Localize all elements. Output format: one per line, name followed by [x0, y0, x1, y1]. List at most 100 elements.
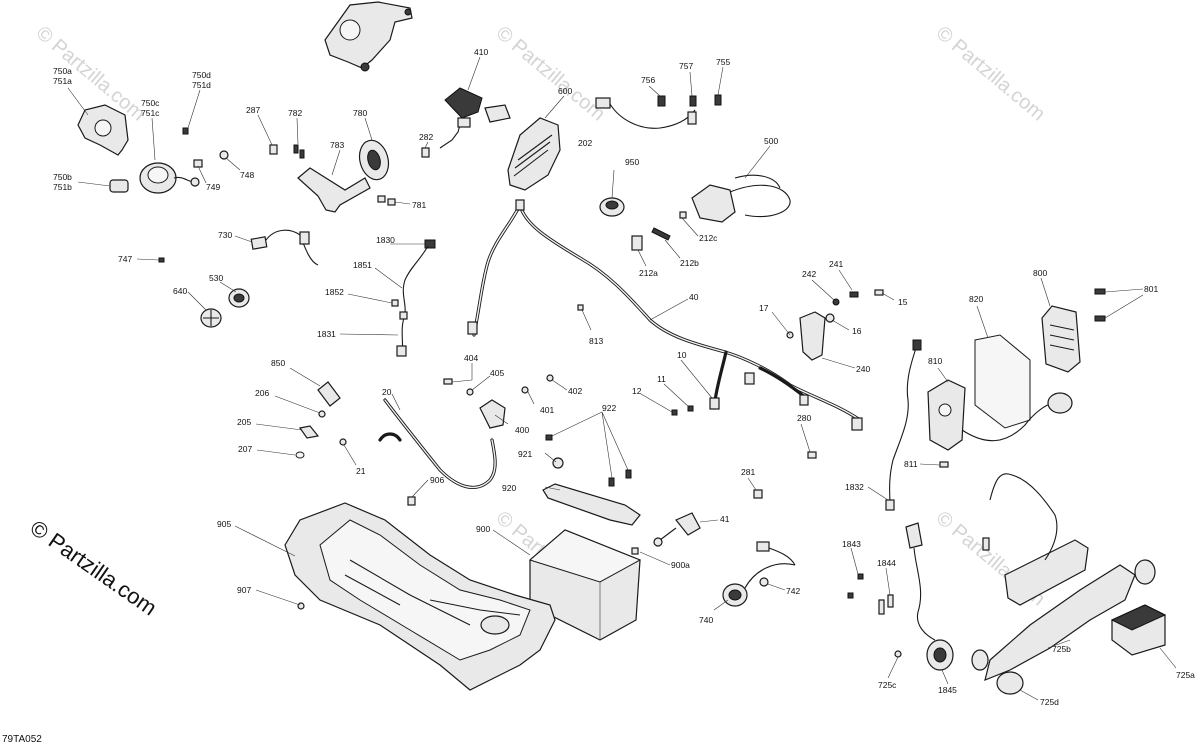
part-206 — [318, 410, 326, 418]
part-11 — [687, 405, 694, 412]
callout-920: 920 — [502, 483, 516, 493]
part-212c — [679, 211, 687, 219]
part-404 — [443, 378, 453, 385]
callout-1845: 1845 — [938, 685, 957, 695]
part-750b — [109, 179, 129, 193]
callout-410: 410 — [474, 47, 488, 57]
callout-751c: 751c — [141, 108, 160, 118]
part-905-tray — [284, 502, 556, 691]
part-725a-tail-light — [1110, 604, 1167, 656]
part-921 — [552, 457, 564, 469]
callout-905: 905 — [217, 519, 231, 529]
part-405 — [466, 388, 474, 396]
part-725c — [894, 650, 902, 658]
part-811 — [939, 461, 949, 468]
part-15 — [874, 289, 884, 296]
part-820-plate — [974, 334, 1031, 429]
part-12 — [671, 409, 678, 416]
part-241 — [849, 291, 859, 298]
callout-751d: 751d — [192, 80, 211, 90]
callout-600: 600 — [558, 86, 572, 96]
callout-530: 530 — [209, 273, 223, 283]
callout-820: 820 — [969, 294, 983, 304]
callout-1831: 1831 — [317, 329, 336, 339]
part-402 — [546, 374, 554, 382]
callout-725c: 725c — [878, 680, 897, 690]
callout-280: 280 — [797, 413, 811, 423]
callout-402: 402 — [568, 386, 582, 396]
callout-212a: 212a — [639, 268, 658, 278]
callout-404: 404 — [464, 353, 478, 363]
callout-850: 850 — [271, 358, 285, 368]
callout-749: 749 — [206, 182, 220, 192]
part-530-switch — [228, 288, 250, 308]
callout-20: 20 — [382, 387, 392, 397]
callout-405: 405 — [490, 368, 504, 378]
part-900-battery — [528, 529, 642, 641]
callout-907: 907 — [237, 585, 251, 595]
callout-212c: 212c — [699, 233, 718, 243]
callout-12: 12 — [632, 386, 642, 396]
callout-757: 757 — [679, 61, 693, 71]
callout-labels: 750a 751a 750c 751c 750d 751d 750b 751b … — [53, 47, 1195, 707]
watermark-3: © Partzilla.com — [932, 22, 1049, 125]
part-782 — [293, 144, 305, 159]
callout-747: 747 — [118, 254, 132, 264]
callout-900: 900 — [476, 524, 490, 534]
callout-1843: 1843 — [842, 539, 861, 549]
callout-1851: 1851 — [353, 260, 372, 270]
leader-lines — [67, 56, 1177, 701]
callout-906: 906 — [430, 475, 444, 485]
callout-756: 756 — [641, 75, 655, 85]
callout-41: 41 — [720, 514, 730, 524]
part-410-connector — [439, 87, 511, 149]
callout-1852: 1852 — [325, 287, 344, 297]
part-750c-switch — [139, 162, 200, 194]
part-749 — [193, 159, 203, 168]
callout-207: 207 — [238, 444, 252, 454]
part-1852 — [391, 299, 399, 307]
callout-783: 783 — [330, 140, 344, 150]
part-922 — [545, 434, 632, 487]
callout-750c: 750c — [141, 98, 160, 108]
part-640-switch — [200, 308, 222, 328]
callout-725d: 725d — [1040, 697, 1059, 707]
part-747 — [158, 257, 165, 263]
callout-725a: 725a — [1176, 670, 1195, 680]
callout-212b: 212b — [680, 258, 699, 268]
part-750a-bracket — [77, 104, 129, 156]
watermark-2: © Partzilla.com — [492, 22, 609, 125]
part-212a — [631, 235, 643, 251]
callout-1830: 1830 — [376, 235, 395, 245]
part-20-cable — [378, 398, 497, 489]
part-41-cable — [653, 512, 701, 547]
part-780-horn — [358, 139, 390, 181]
callout-10: 10 — [677, 350, 687, 360]
part-1830-sensor-harness — [396, 239, 436, 357]
callout-740: 740 — [699, 615, 713, 625]
callout-782: 782 — [288, 108, 302, 118]
part-1832-harness — [885, 339, 922, 511]
watermark-layer: © Partzilla.com © Partzilla.com © Partzi… — [32, 22, 1049, 610]
callout-780: 780 — [353, 108, 367, 118]
callout-16: 16 — [852, 326, 862, 336]
callout-15: 15 — [898, 297, 908, 307]
part-725d-cap — [996, 671, 1024, 695]
part-500-relay — [691, 174, 791, 223]
part-907 — [297, 602, 305, 610]
part-920-hold-down — [542, 483, 641, 526]
callout-401: 401 — [540, 405, 554, 415]
part-1845-sensor-harness — [905, 522, 954, 671]
callout-242: 242 — [802, 269, 816, 279]
callout-750a: 750a — [53, 66, 72, 76]
part-240-bracket — [799, 311, 826, 361]
callout-751b: 751b — [53, 182, 72, 192]
callout-801: 801 — [1144, 284, 1158, 294]
part-800-ecu — [1041, 305, 1081, 373]
callout-202: 202 — [578, 138, 592, 148]
part-850-connector — [317, 381, 341, 407]
part-742 — [759, 577, 769, 587]
callout-810: 810 — [928, 356, 942, 366]
part-801 — [1094, 288, 1106, 322]
